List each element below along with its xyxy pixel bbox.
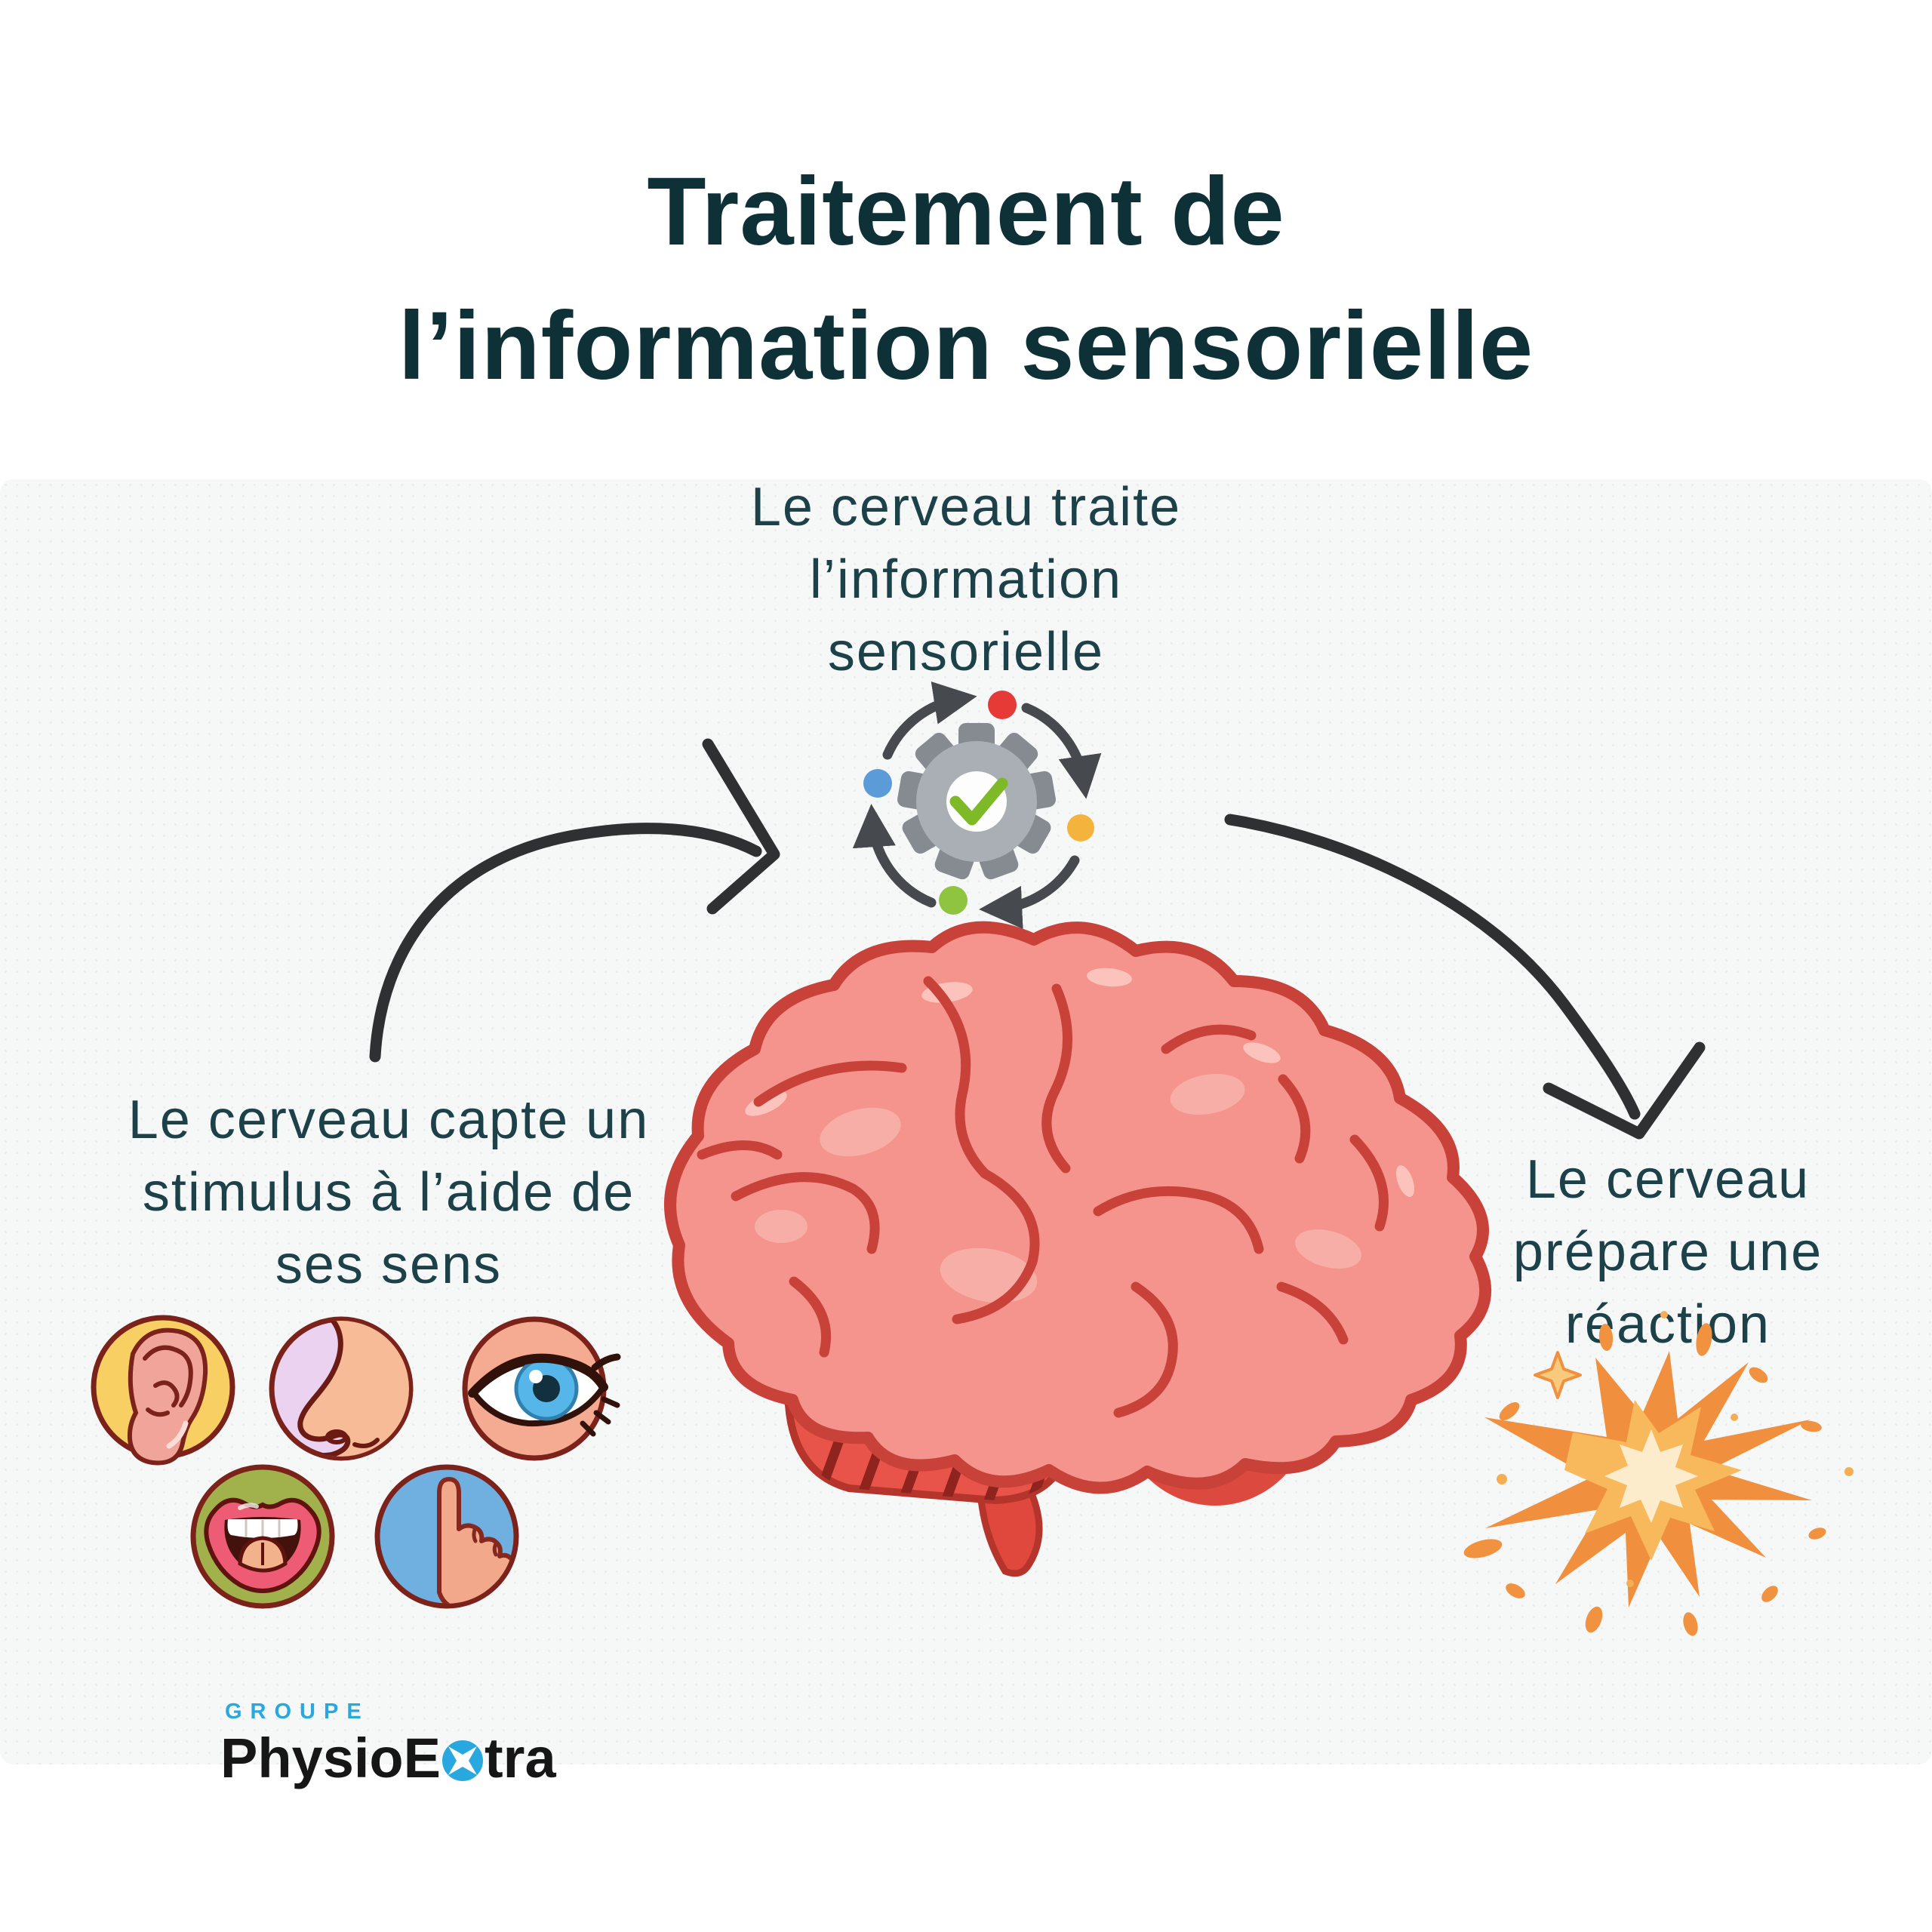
logo-brand-text: PhysioE tra xyxy=(220,1726,556,1790)
explosion-icon xyxy=(1463,1311,1854,1636)
gear-glyph xyxy=(897,723,1056,880)
reaction-label: Le cerveau prépare une réaction xyxy=(1512,1149,1823,1355)
eye-icon xyxy=(462,1316,621,1461)
blue-dot xyxy=(863,769,892,798)
sparkle-star-icon xyxy=(1534,1351,1582,1399)
mouth-icon xyxy=(190,1464,335,1609)
brand-logo: GROUPE PhysioE tra xyxy=(220,1700,556,1790)
finger-icon xyxy=(374,1464,519,1609)
brain-gyri-lines xyxy=(697,976,1389,1418)
brand-x-icon xyxy=(442,1740,483,1781)
nose-icon xyxy=(269,1316,414,1461)
logo-brand-suffix: tra xyxy=(485,1727,556,1789)
page-title: Traitement de l’information sensorielle xyxy=(398,158,1534,400)
left-curved-arrow xyxy=(369,738,780,1063)
senses-icons xyxy=(91,1315,621,1609)
logo-groupe-text: GROUPE xyxy=(225,1700,370,1724)
process-label: Le cerveau traite l’information sensorie… xyxy=(750,477,1182,682)
red-dot xyxy=(988,691,1017,719)
logo-brand-prefix: PhysioE xyxy=(220,1727,441,1789)
right-curved-arrow xyxy=(1224,814,1706,1140)
ear-icon xyxy=(91,1315,235,1466)
stimulus-label: Le cerveau capte un stimulus à l’aide de… xyxy=(128,1090,650,1295)
checkmark-icon xyxy=(949,777,1008,826)
yellow-dot xyxy=(1067,814,1094,841)
brain-illustration xyxy=(664,921,1492,1577)
green-dot xyxy=(939,886,968,915)
brain-cortex xyxy=(664,921,1492,1494)
processing-gear-icon xyxy=(852,681,1102,929)
